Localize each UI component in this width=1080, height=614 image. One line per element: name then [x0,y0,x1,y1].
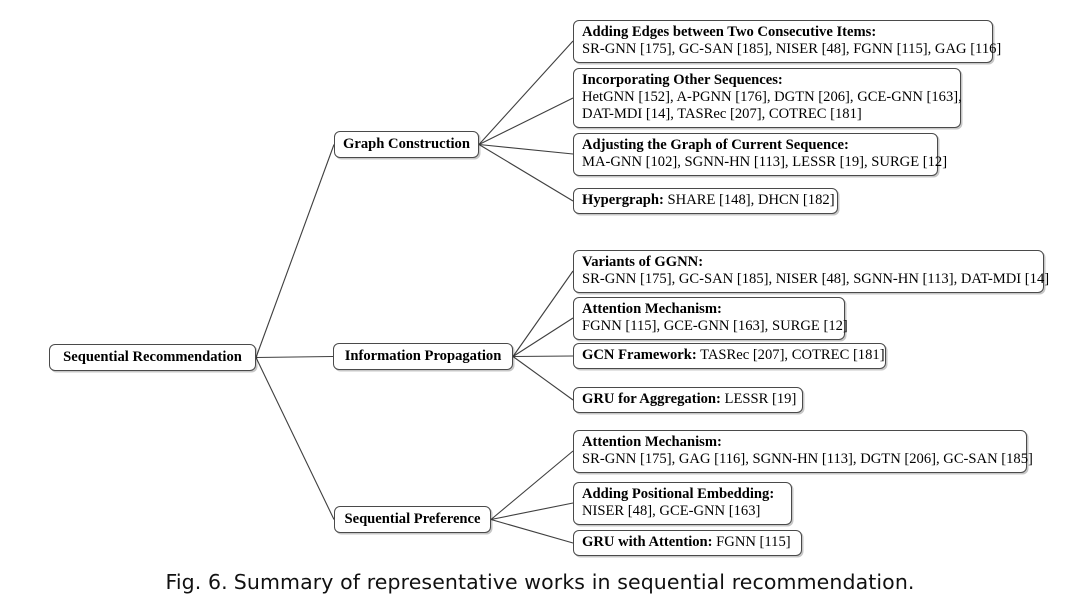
branch-node-label: Information Propagation [344,348,502,365]
leaf-heading: GCN Framework: [582,347,697,363]
leaf-heading: Variants of GGNN: [582,254,704,270]
leaf-node-sequential-preference-attention-mechanism[interactable]: Attention Mechanism:SR-GNN [175], GAG [1… [573,430,1033,473]
leaf-node-information-propagation-attention-mechanism[interactable]: Attention Mechanism:FGNN [115], GCE-GNN … [573,297,848,340]
leaf-node-sequential-preference-adding-positional-embedding[interactable]: Adding Positional Embedding:NISER [48], … [573,482,792,525]
branch-node-label: Sequential Preference [344,511,481,528]
leaf-body: FGNN [115] [712,534,791,550]
root-node-sequential-recommendation[interactable]: Sequential Recommendation [49,344,256,371]
leaf-node-sequential-preference-gru-with-attention[interactable]: GRU with Attention: FGNN [115] [573,530,802,556]
leaf-body: SR-GNN [175], GC-SAN [185], NISER [48], … [582,270,1050,287]
leaf-node-graph-construction-adjusting-the-graph-of-current-sequence[interactable]: Adjusting the Graph of Current Sequence:… [573,133,948,176]
leaf-node-information-propagation-gcn-framework[interactable]: GCN Framework: TASRec [207], COTREC [181… [573,343,886,369]
leaf-heading: Adding Positional Embedding: [582,486,775,502]
root-node-label: Sequential Recommendation [63,349,242,366]
leaf-heading: Adding Edges between Two Consecutive Ite… [582,24,877,40]
branch-node-graph-construction[interactable]: Graph Construction [334,131,479,158]
leaf-node-graph-construction-adding-edges-between-two-consecutive-items[interactable]: Adding Edges between Two Consecutive Ite… [573,20,1002,63]
leaf-body: SR-GNN [175], GC-SAN [185], NISER [48], … [582,40,1002,57]
leaf-heading: Hypergraph: [582,192,664,208]
leaf-node-graph-construction-incorporating-other-sequences[interactable]: Incorporating Other Sequences:HetGNN [15… [573,68,962,128]
leaf-heading: GRU with Attention: [582,534,713,550]
leaf-body: SR-GNN [175], GAG [116], SGNN-HN [113], … [582,450,1033,467]
leaf-body: FGNN [115], GCE-GNN [163], SURGE [12] [582,317,848,334]
leaf-body: NISER [48], GCE-GNN [163] [582,502,761,519]
leaf-body: SHARE [148], DHCN [182] [663,192,835,208]
caption-number: Fig. 6. [165,570,228,594]
leaf-body: TASRec [207], COTREC [181] [696,347,885,363]
leaf-node-information-propagation-variants-of-ggnn[interactable]: Variants of GGNN:SR-GNN [175], GC-SAN [1… [573,250,1050,293]
leaf-body: MA-GNN [102], SGNN-HN [113], LESSR [19],… [582,153,948,170]
leaf-heading: Incorporating Other Sequences: [582,72,783,88]
leaf-node-graph-construction-hypergraph[interactable]: Hypergraph: SHARE [148], DHCN [182] [573,188,838,214]
leaf-body: HetGNN [152], A-PGNN [176], DGTN [206], … [582,88,962,122]
branch-node-sequential-preference[interactable]: Sequential Preference [334,506,491,533]
branch-node-label: Graph Construction [343,136,470,153]
leaf-body: LESSR [19] [720,391,797,407]
branch-node-information-propagation[interactable]: Information Propagation [333,343,513,370]
leaf-heading: Attention Mechanism: [582,434,722,450]
caption-text: Summary of representative works in seque… [233,570,915,594]
figure-caption: Fig. 6.Summary of representative works i… [0,570,1080,594]
leaf-heading: GRU for Aggregation: [582,391,721,407]
leaf-node-information-propagation-gru-for-aggregation[interactable]: GRU for Aggregation: LESSR [19] [573,387,803,413]
leaf-heading: Adjusting the Graph of Current Sequence: [582,137,849,153]
leaf-heading: Attention Mechanism: [582,301,722,317]
